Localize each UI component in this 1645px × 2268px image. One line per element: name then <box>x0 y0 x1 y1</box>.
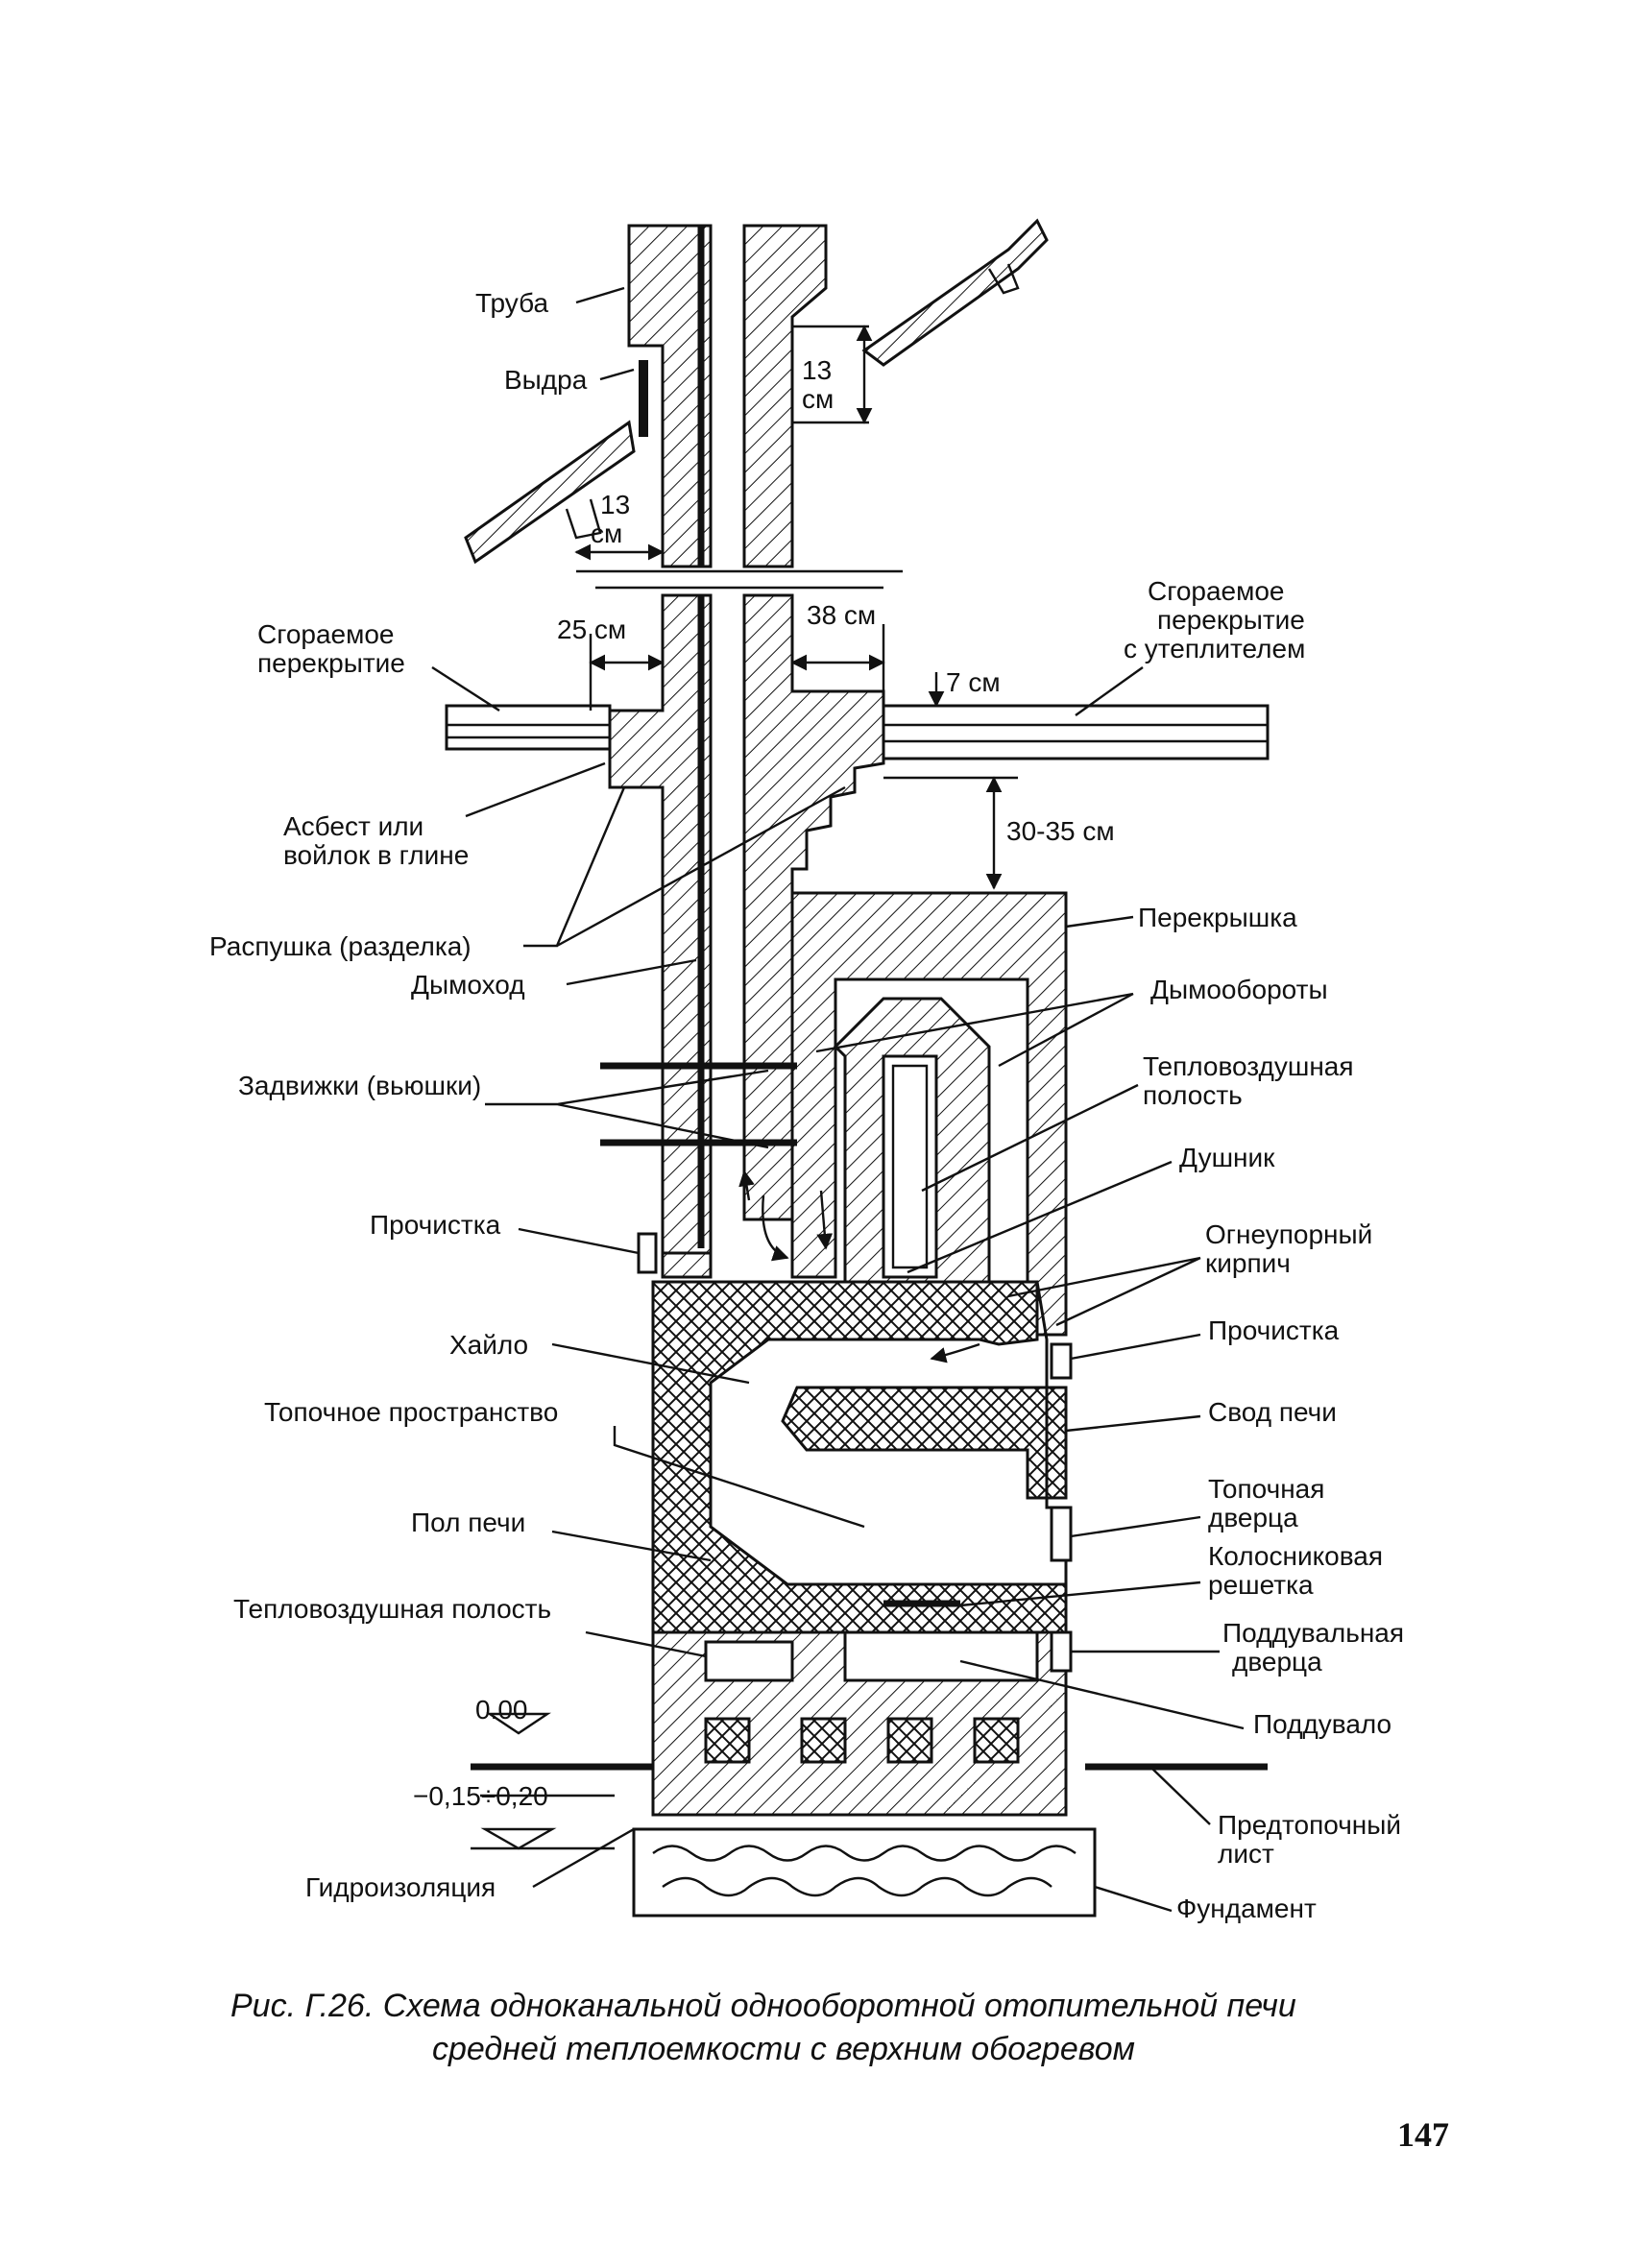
labels: Труба Выдра 13 см 13 см 25 см 38 см Сгор… <box>209 286 1404 1923</box>
label-dim13-left-1: 13 <box>600 490 630 519</box>
label-podduval-1: Поддувальная <box>1222 1618 1404 1648</box>
label-raspushka: Распушка (разделка) <box>209 931 472 961</box>
label-predtop-2: лист <box>1218 1839 1274 1869</box>
label-teplovoz-top-1: Тепловоздушная <box>1143 1051 1354 1081</box>
label-zadvizhki: Задвижки (вьюшки) <box>238 1071 481 1100</box>
label-dushnik: Душник <box>1179 1143 1275 1172</box>
label-peregryshka: Перекрышка <box>1138 903 1297 932</box>
label-svod: Свод печи <box>1208 1397 1337 1427</box>
label-dim38: 38 см <box>807 600 876 630</box>
label-dim13-top-1: 13 <box>802 355 832 385</box>
label-podduvalo: Поддувало <box>1253 1709 1391 1739</box>
label-asbest-2: войлок в глине <box>283 840 469 870</box>
label-sgor-right-3: с утеплителем <box>1124 634 1305 664</box>
label-teplovoz-bottom: Тепловоздушная полость <box>233 1594 551 1624</box>
firebox <box>471 1232 1268 1918</box>
label-level-015: −0,15÷0,20 <box>413 1781 548 1811</box>
label-prochistka-left: Прочистка <box>370 1210 501 1240</box>
label-truba: Труба <box>475 288 548 318</box>
label-kolosnik-1: Колосниковая <box>1208 1541 1383 1571</box>
label-dim7: 7 см <box>946 667 1001 697</box>
label-teplovoz-top-2: полость <box>1143 1080 1243 1110</box>
label-pol: Пол печи <box>411 1508 525 1537</box>
chimney-upper <box>464 218 1049 590</box>
caption-line-1: Рис. Г.26. Схема одноканальной однооборо… <box>230 1988 1296 2024</box>
label-dim30: 30-35 см <box>1006 816 1115 846</box>
label-dymooboroty: Дымообороты <box>1150 975 1328 1004</box>
caption-line-2: средней теплоемкости с верхним обогревом <box>432 2031 1135 2067</box>
label-sgor-right-1: Сгораемое <box>1148 576 1285 606</box>
label-level-000: 0.00 <box>475 1695 528 1725</box>
label-gidro: Гидроизоляция <box>305 1872 496 1902</box>
label-kolosnik-2: решетка <box>1208 1570 1314 1600</box>
label-khailo: Хайло <box>449 1330 528 1360</box>
label-topochnaya-2: дверца <box>1208 1503 1298 1532</box>
label-ogneupor-2: кирпич <box>1205 1248 1291 1278</box>
page-number: 147 <box>1397 2115 1449 2154</box>
label-sgor-right-2: перекрытие <box>1157 605 1305 635</box>
label-podduval-2: дверца <box>1232 1647 1322 1677</box>
label-sgor-left-2: перекрытие <box>257 648 405 678</box>
label-fundament: Фундамент <box>1176 1894 1317 1923</box>
label-sgor-left-1: Сгораемое <box>257 619 395 649</box>
label-dim13-top-2: см <box>802 384 834 414</box>
label-vydra: Выдра <box>504 365 588 395</box>
label-dim25: 25 см <box>557 615 626 644</box>
label-topochnaya-1: Топочная <box>1208 1474 1324 1504</box>
label-prochistka-right: Прочистка <box>1208 1315 1340 1345</box>
label-predtop-1: Предтопочный <box>1218 1810 1401 1840</box>
label-dim13-left-2: см <box>591 519 622 548</box>
label-ogneupor-1: Огнеупорный <box>1205 1219 1372 1249</box>
label-dymokhod: Дымоход <box>411 970 525 1000</box>
label-topochnoe: Топочное пространство <box>264 1397 558 1427</box>
label-asbest-1: Асбест или <box>283 811 423 841</box>
